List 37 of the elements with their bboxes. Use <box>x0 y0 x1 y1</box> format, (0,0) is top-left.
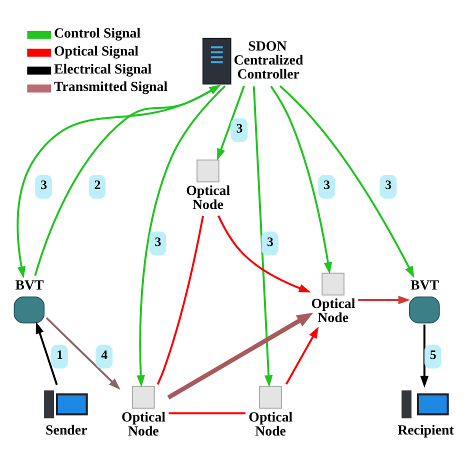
node-label: SDON Centralized Controller <box>234 39 304 82</box>
arrow <box>279 85 414 278</box>
arrow <box>252 86 273 388</box>
arrow <box>217 86 245 161</box>
arrow <box>167 312 314 400</box>
connector <box>168 412 246 414</box>
node-label: BVT <box>410 278 440 294</box>
arrow <box>36 322 58 386</box>
connector <box>156 216 204 385</box>
node-label: Sender <box>46 423 88 438</box>
arrow <box>46 317 120 390</box>
arrow <box>218 215 311 292</box>
legend-label: Electrical Signal <box>54 62 152 78</box>
arrow <box>285 326 319 385</box>
legend-label: Optical Signal <box>54 44 139 60</box>
node-label: Optical Node <box>122 410 166 440</box>
edge-label: 3 <box>40 178 48 192</box>
node-label: BVT <box>15 278 44 294</box>
edge-label: 5 <box>430 348 436 362</box>
edge-label: 4 <box>101 348 108 362</box>
edge-label: 3 <box>236 122 243 136</box>
arrow <box>358 296 410 304</box>
edge-label: 1 <box>56 348 63 362</box>
arrow <box>420 324 429 388</box>
node-label: Recipient <box>398 423 454 438</box>
edge-label: 3 <box>385 178 392 192</box>
arrow <box>136 85 226 388</box>
edge-label: 3 <box>324 178 330 192</box>
arrow <box>270 86 332 274</box>
node-label: Optical Node <box>248 410 293 440</box>
legend-label: Control Signal <box>54 26 141 42</box>
node-label: Optical Node <box>311 297 356 326</box>
edge-label: 3 <box>154 234 162 249</box>
legend-label: Transmitted Signal <box>54 80 168 96</box>
edge-label: 3 <box>267 234 274 249</box>
node-label: Optical Node <box>186 184 230 213</box>
edge-label: 2 <box>94 178 101 192</box>
